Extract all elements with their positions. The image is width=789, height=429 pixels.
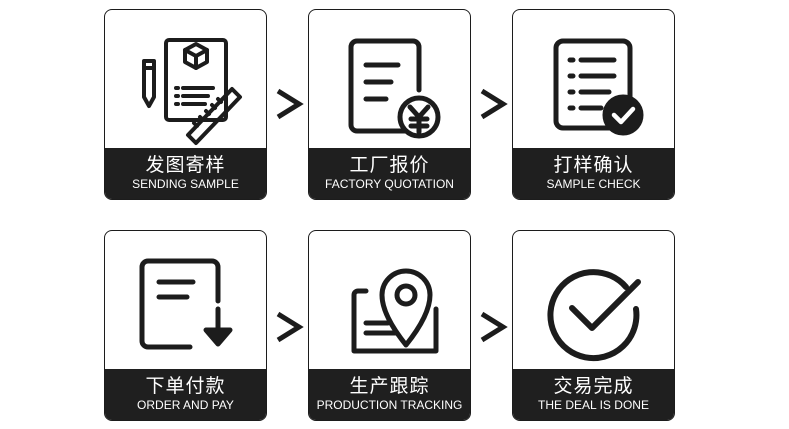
check-circle-icon — [547, 269, 641, 361]
step-caption: 发图寄样 SENDING SAMPLE — [105, 148, 266, 199]
step-title-cn: 打样确认 — [553, 154, 634, 176]
step-title-en: ORDER AND PAY — [137, 398, 234, 412]
step-card-factory-quotation: 工厂报价 FACTORY QUOTATION — [308, 9, 471, 200]
order-download-icon — [139, 258, 233, 350]
document-ruler-icon — [142, 38, 242, 145]
step-title-en: FACTORY QUOTATION — [325, 177, 454, 191]
step-title-cn: 工厂报价 — [349, 154, 430, 176]
step-title-cn: 生产跟踪 — [349, 375, 430, 397]
step-title-cn: 交易完成 — [553, 375, 634, 397]
step-title-en: SENDING SAMPLE — [132, 177, 239, 191]
step-card-production-tracking: 生产跟踪 PRODUCTION TRACKING — [308, 230, 471, 421]
step-arrow — [478, 87, 508, 121]
step-title-cn: 下单付款 — [145, 375, 226, 397]
location-pin-icon — [351, 268, 439, 354]
step-card-deal-done: 交易完成 THE DEAL IS DONE — [512, 230, 675, 421]
step-title-en: SAMPLE CHECK — [546, 177, 641, 191]
step-caption: 工厂报价 FACTORY QUOTATION — [309, 148, 470, 199]
step-title-en: PRODUCTION TRACKING — [316, 398, 463, 412]
step-arrow — [274, 87, 304, 121]
step-arrow — [478, 310, 508, 344]
step-card-sending-sample: 发图寄样 SENDING SAMPLE — [104, 9, 267, 200]
step-card-order-and-pay: 下单付款 ORDER AND PAY — [104, 230, 267, 421]
step-caption: 交易完成 THE DEAL IS DONE — [513, 369, 674, 420]
step-card-sample-check: 打样确认 SAMPLE CHECK — [512, 9, 675, 200]
checklist-check-icon — [553, 38, 644, 136]
step-title-cn: 发图寄样 — [145, 154, 226, 176]
step-title-en: THE DEAL IS DONE — [538, 398, 649, 412]
step-caption: 打样确认 SAMPLE CHECK — [513, 148, 674, 199]
step-arrow — [274, 310, 304, 344]
quotation-yen-icon — [348, 38, 441, 139]
step-caption: 下单付款 ORDER AND PAY — [105, 369, 266, 420]
step-caption: 生产跟踪 PRODUCTION TRACKING — [309, 369, 470, 420]
